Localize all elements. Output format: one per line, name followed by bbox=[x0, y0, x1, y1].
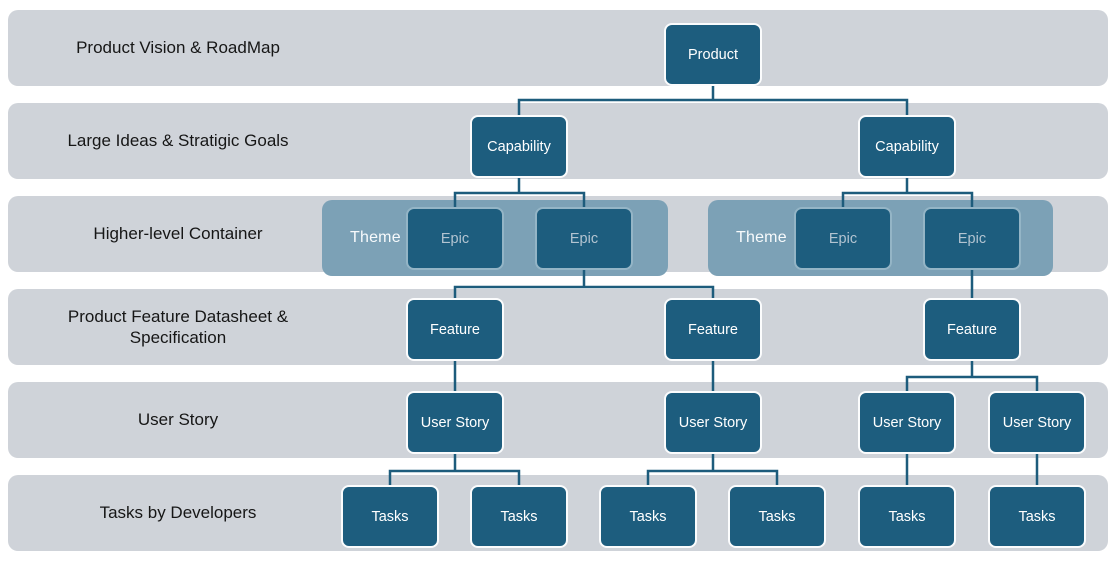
node-epic-3: Epic bbox=[794, 207, 892, 270]
node-capability-2: Capability bbox=[858, 115, 956, 178]
node-epic-4: Epic bbox=[923, 207, 1021, 270]
band-label-text: Tasks by Developers bbox=[99, 503, 257, 523]
node-tasks-5: Tasks bbox=[858, 485, 956, 548]
node-feature-3: Feature bbox=[923, 298, 1021, 361]
band-label-large-ideas: Large Ideas & Stratigic Goals bbox=[18, 103, 338, 179]
band-product-vision: Product Vision & RoadMap bbox=[8, 10, 1108, 86]
band-label-user-story: User Story bbox=[18, 382, 338, 458]
theme-label: Theme bbox=[736, 229, 787, 246]
node-user-story-1: User Story bbox=[406, 391, 504, 454]
node-capability-1: Capability bbox=[470, 115, 568, 178]
node-tasks-2: Tasks bbox=[470, 485, 568, 548]
band-label-tasks: Tasks by Developers bbox=[18, 475, 338, 551]
node-tasks-6: Tasks bbox=[988, 485, 1086, 548]
band-label-text: Higher-level Container bbox=[93, 224, 263, 244]
band-label-text: User Story bbox=[137, 410, 219, 430]
node-feature-2: Feature bbox=[664, 298, 762, 361]
band-label-product-vision: Product Vision & RoadMap bbox=[18, 10, 338, 86]
band-label-text: Large Ideas & Stratigic Goals bbox=[67, 131, 289, 151]
node-product: Product bbox=[664, 23, 762, 86]
node-feature-1: Feature bbox=[406, 298, 504, 361]
node-epic-1: Epic bbox=[406, 207, 504, 270]
band-label-feature-spec: Product Feature Datasheet & Specificatio… bbox=[18, 289, 338, 365]
node-tasks-1: Tasks bbox=[341, 485, 439, 548]
theme-label: Theme bbox=[350, 229, 401, 246]
band-label-higher-level-container: Higher-level Container bbox=[18, 196, 338, 272]
band-label-text: Product Vision & RoadMap bbox=[76, 38, 280, 58]
node-user-story-2: User Story bbox=[664, 391, 762, 454]
node-user-story-4: User Story bbox=[988, 391, 1086, 454]
node-tasks-3: Tasks bbox=[599, 485, 697, 548]
node-user-story-3: User Story bbox=[858, 391, 956, 454]
node-epic-2: Epic bbox=[535, 207, 633, 270]
band-label-text: Product Feature Datasheet & Specificatio… bbox=[67, 306, 289, 347]
node-tasks-4: Tasks bbox=[728, 485, 826, 548]
